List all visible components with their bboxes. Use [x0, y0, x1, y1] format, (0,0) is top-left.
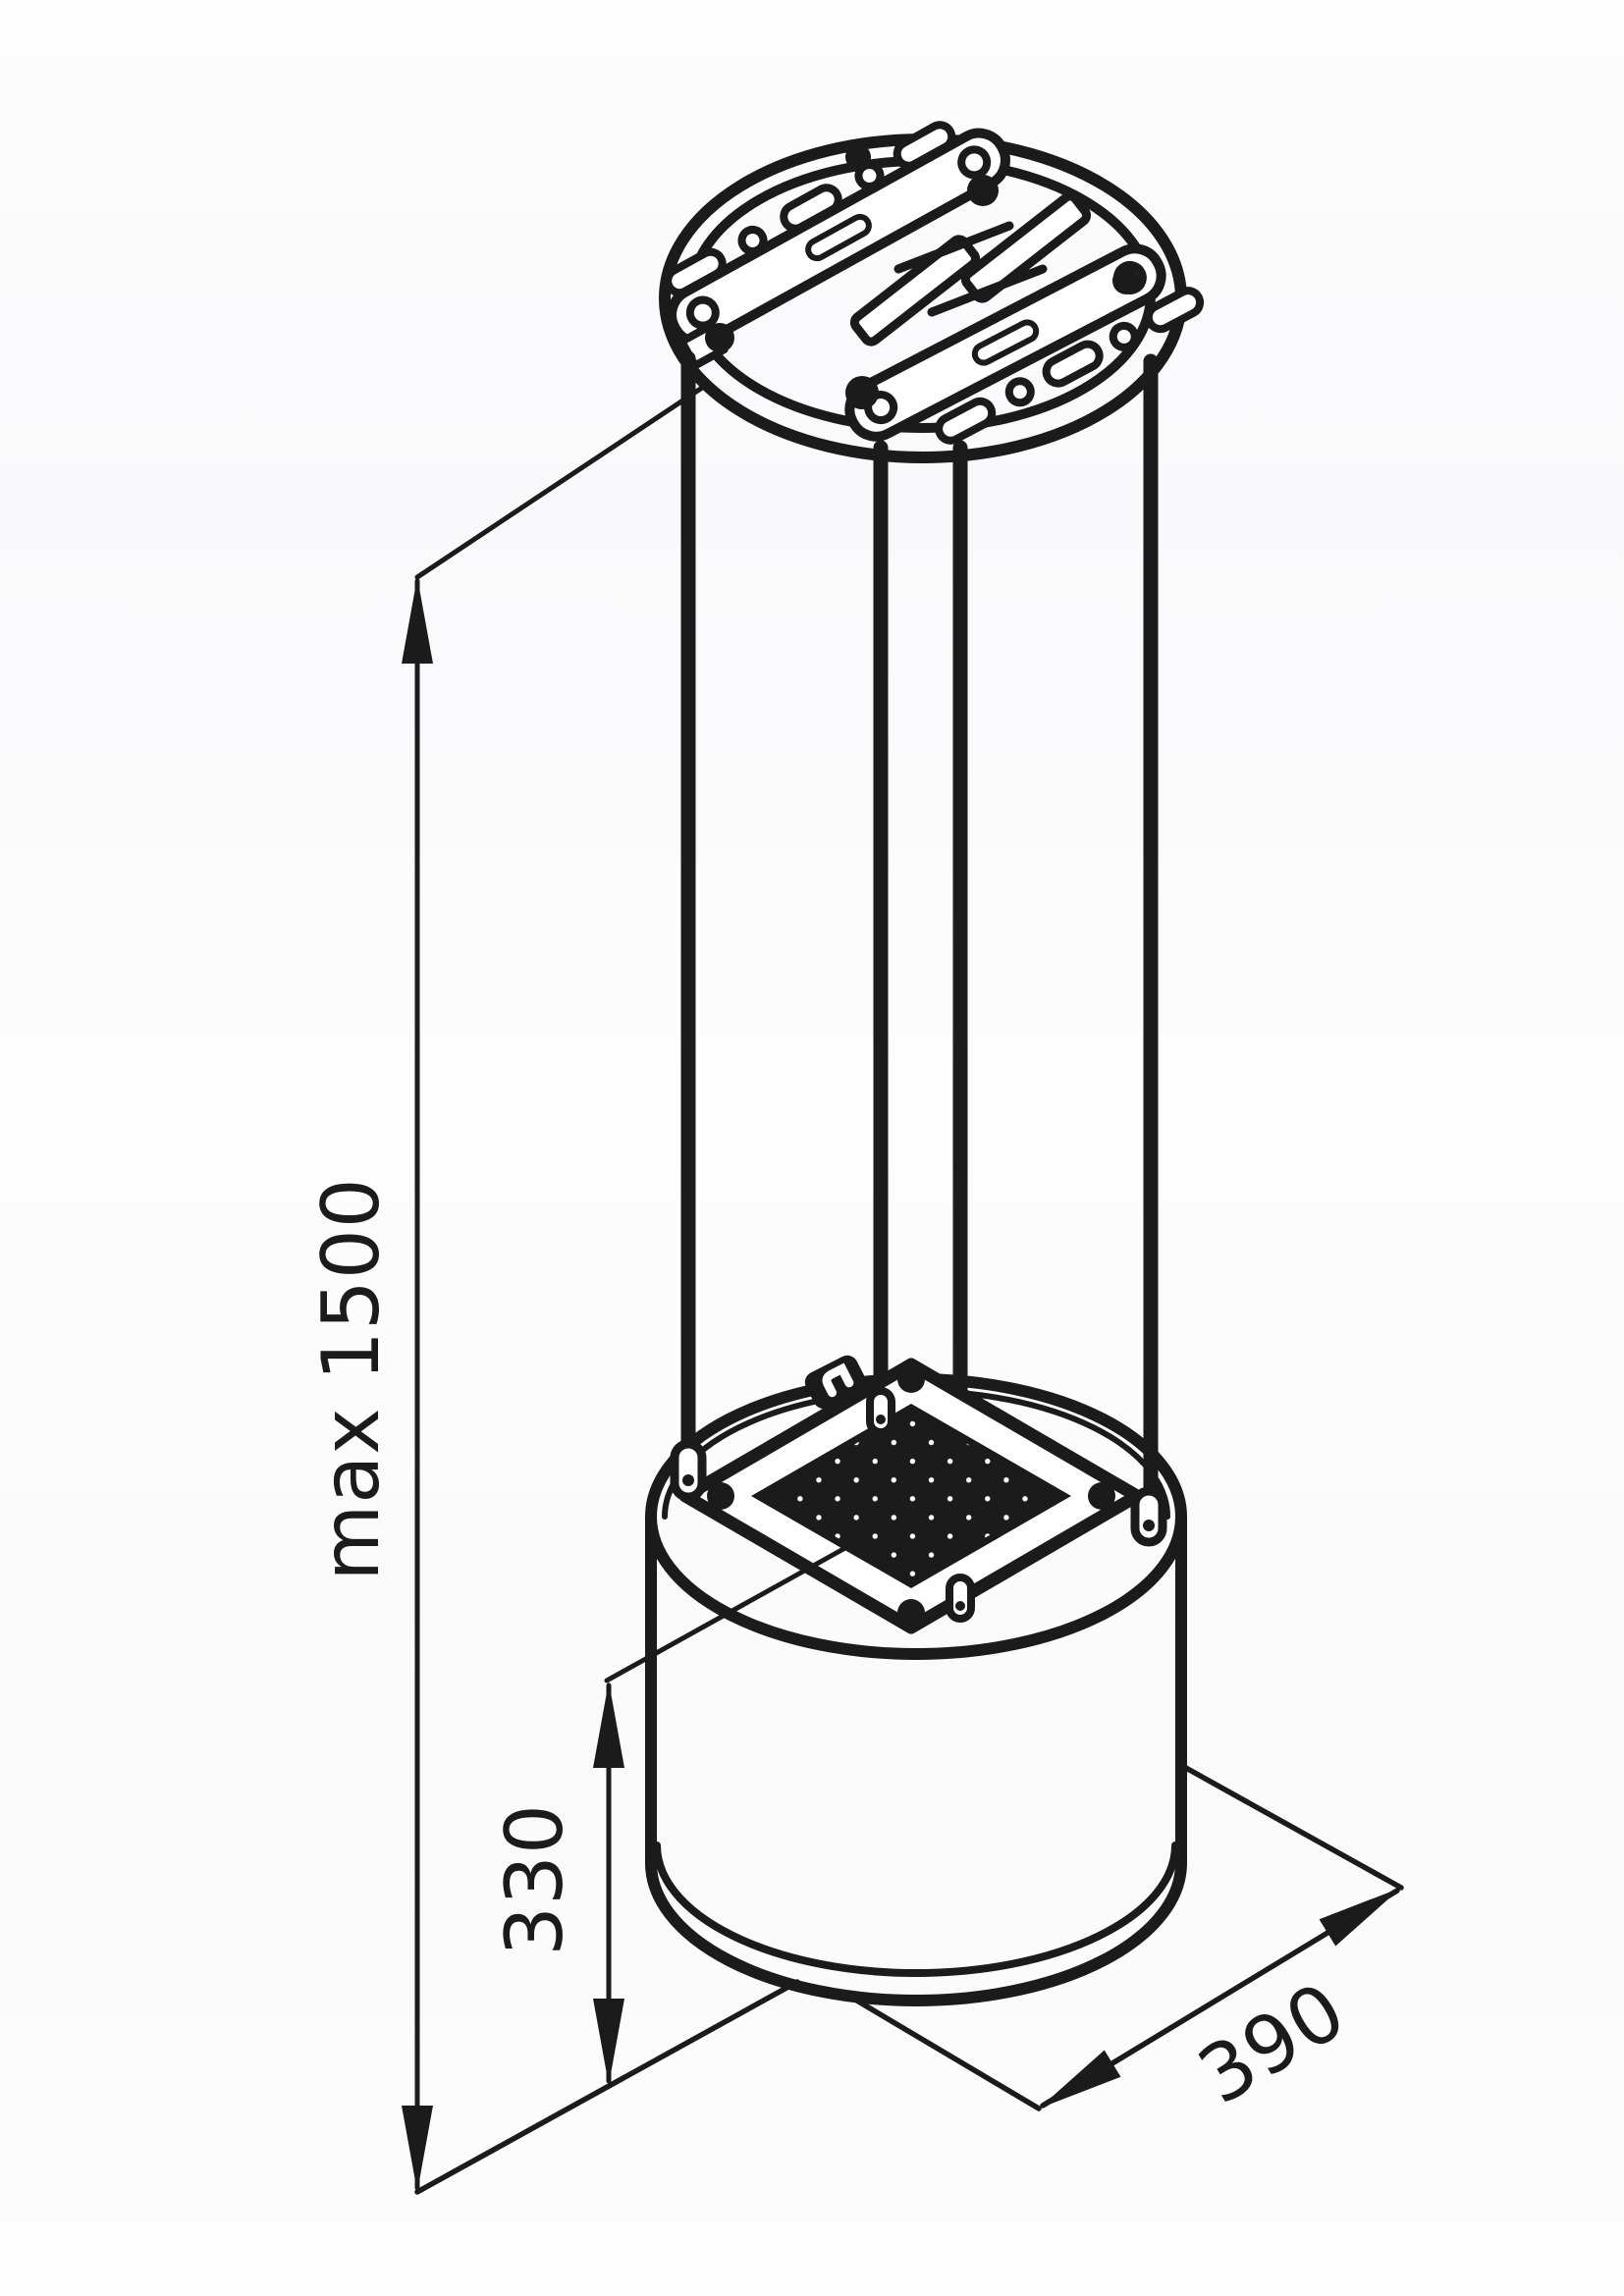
dim-label-body-height: 330 [489, 1803, 580, 1956]
control-switch [804, 1355, 867, 1410]
dim-label-height-max: max 1500 [305, 1177, 397, 1580]
ceiling-mount-plate [659, 121, 1205, 463]
plate-slot-chain-lower [935, 287, 1205, 445]
dim-label-base-width: 390 [1183, 1964, 1361, 2122]
dimension-height-max: max 1500 [305, 385, 705, 2192]
mounting-rail-upper [667, 128, 1010, 347]
frame-corner-screw [897, 1599, 925, 1627]
hood-body [645, 1355, 1187, 2006]
hood-bottom-edge [645, 1857, 1187, 2006]
dimension-body-height: 330 [489, 1536, 864, 2085]
rod-eyelet-left [670, 1439, 707, 1502]
plate-screw [705, 323, 734, 352]
grease-filter [750, 1403, 1072, 1589]
frame-corner-screw [707, 1482, 734, 1510]
base-edge-front [847, 1994, 1042, 2111]
base-footprint-outline [414, 1764, 1404, 2195]
frame-corner-screw [897, 1365, 925, 1393]
plate-screw [845, 144, 871, 170]
frame-corner-screw [1088, 1482, 1115, 1510]
hood-bottom-rim [653, 1842, 1179, 1977]
rod-eyelet-right [1130, 1486, 1167, 1547]
base-edge-left [414, 1979, 800, 2195]
dimension-base-width: 390 [1030, 1874, 1410, 2122]
rod-eyelet-mid-left [866, 1387, 895, 1436]
extension-line-330 [604, 1536, 864, 1683]
ladder-bracket [849, 191, 1092, 347]
plate-screw [845, 376, 879, 409]
base-edge-back-right [1181, 1764, 1404, 1891]
plate-screw [967, 175, 999, 206]
extension-line-top [414, 385, 705, 580]
rod-eyelet-mid-right [946, 1574, 975, 1623]
plate-screw [1112, 267, 1140, 294]
